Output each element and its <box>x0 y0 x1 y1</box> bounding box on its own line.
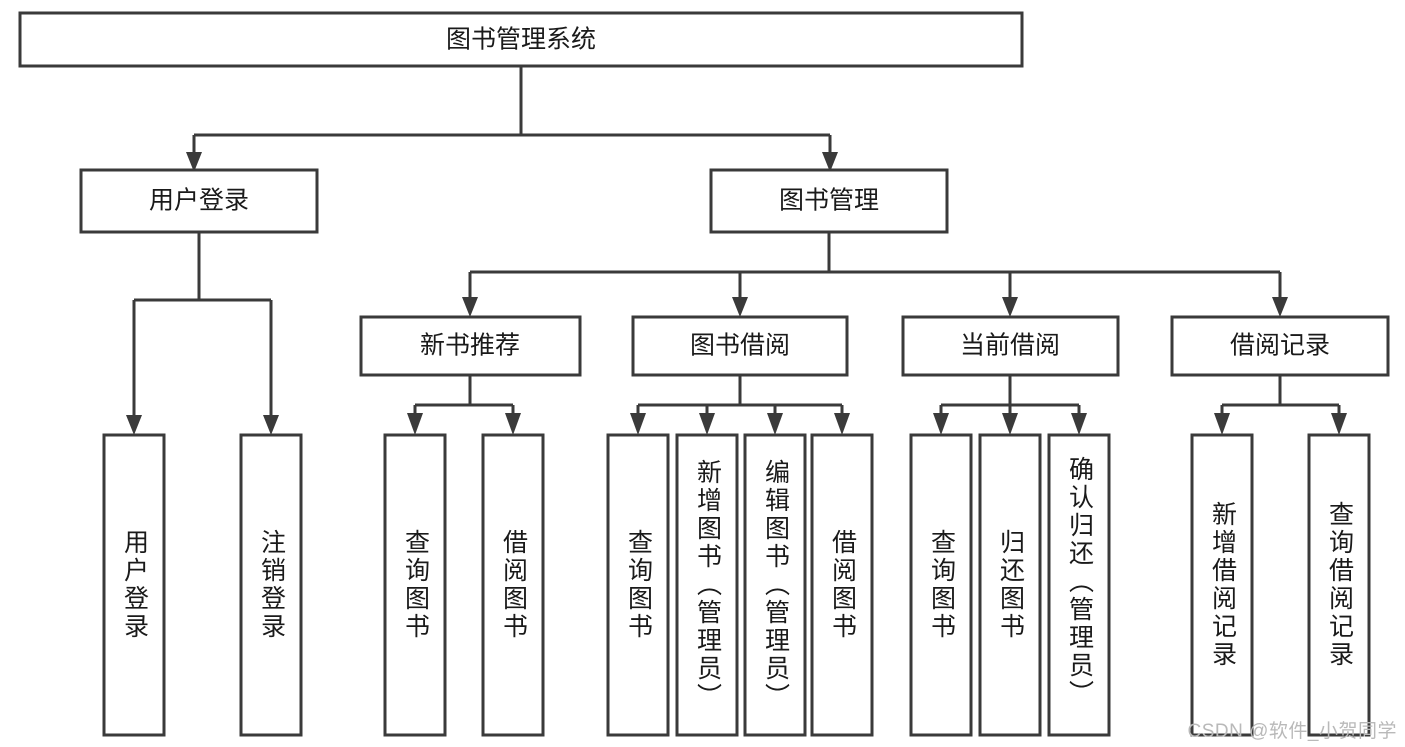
connector-bookmgmt-to-level3 <box>462 232 1288 317</box>
arrow-head-icon <box>630 413 646 435</box>
arrow-head-icon <box>732 297 748 317</box>
node-root[interactable]: 图书管理系统 <box>18 11 1024 68</box>
node-user-login-label: 用户登录 <box>149 187 249 215</box>
node-current-borrow-label: 当前借阅 <box>960 332 1060 360</box>
node-leaf-edit-book[interactable] <box>743 433 807 737</box>
node-current-borrow[interactable]: 当前借阅 <box>901 315 1120 377</box>
node-borrow-record-label: 借阅记录 <box>1230 332 1330 360</box>
arrow-head-icon <box>834 413 850 435</box>
node-leaf-confirm-return[interactable] <box>1047 433 1111 737</box>
node-book-borrow[interactable]: 图书借阅 <box>631 315 849 377</box>
arrow-head-icon <box>933 413 949 435</box>
node-book-management-label: 图书管理 <box>779 187 879 215</box>
arrow-head-icon <box>1331 413 1347 435</box>
node-new-book-recommend[interactable]: 新书推荐 <box>359 315 582 377</box>
arrow-head-icon <box>767 413 783 435</box>
arrow-head-icon <box>186 152 202 172</box>
connector-newbook-to-leaves <box>407 375 521 435</box>
connector-userlogin-to-leaves <box>126 232 279 435</box>
node-leaf-borrow-book-2[interactable] <box>810 433 874 737</box>
arrow-head-icon <box>462 297 478 317</box>
arrow-head-icon <box>822 152 838 172</box>
arrow-head-icon <box>1272 297 1288 317</box>
node-leaf-query-book-1[interactable] <box>383 433 447 737</box>
arrow-head-icon <box>1071 413 1087 435</box>
arrow-head-icon <box>1002 413 1018 435</box>
node-leaf-borrow-book-1[interactable] <box>481 433 545 737</box>
node-leaf-return-book[interactable] <box>978 433 1042 737</box>
node-leaf-query-record[interactable] <box>1307 433 1371 737</box>
arrow-head-icon <box>699 413 715 435</box>
arrow-head-icon <box>1002 297 1018 317</box>
node-new-book-recommend-label: 新书推荐 <box>420 332 520 360</box>
node-leaf-query-book-2[interactable] <box>606 433 670 737</box>
node-leaf-user-login[interactable] <box>102 433 166 737</box>
node-book-borrow-label: 图书借阅 <box>690 332 790 360</box>
node-leaf-add-record[interactable] <box>1190 433 1254 737</box>
node-user-login[interactable]: 用户登录 <box>79 168 319 234</box>
node-root-label: 图书管理系统 <box>446 26 596 54</box>
connector-bookborrow-to-leaves <box>630 375 850 435</box>
node-leaf-query-book-3[interactable] <box>909 433 973 737</box>
arrow-head-icon <box>505 413 521 435</box>
connector-root-to-level2 <box>186 66 838 172</box>
node-book-management[interactable]: 图书管理 <box>709 168 949 234</box>
node-borrow-record[interactable]: 借阅记录 <box>1170 315 1390 377</box>
connector-currentborrow-to-leaves <box>933 375 1087 435</box>
node-leaf-logout[interactable] <box>239 433 303 737</box>
arrow-head-icon <box>126 415 142 435</box>
arrow-head-icon <box>263 415 279 435</box>
arrow-head-icon <box>1214 413 1230 435</box>
connector-borrowrecord-to-leaves <box>1214 375 1347 435</box>
arrow-head-icon <box>407 413 423 435</box>
watermark-text: CSDN @软件_小贺同学 <box>1187 721 1397 742</box>
node-leaf-add-book[interactable] <box>675 433 739 737</box>
